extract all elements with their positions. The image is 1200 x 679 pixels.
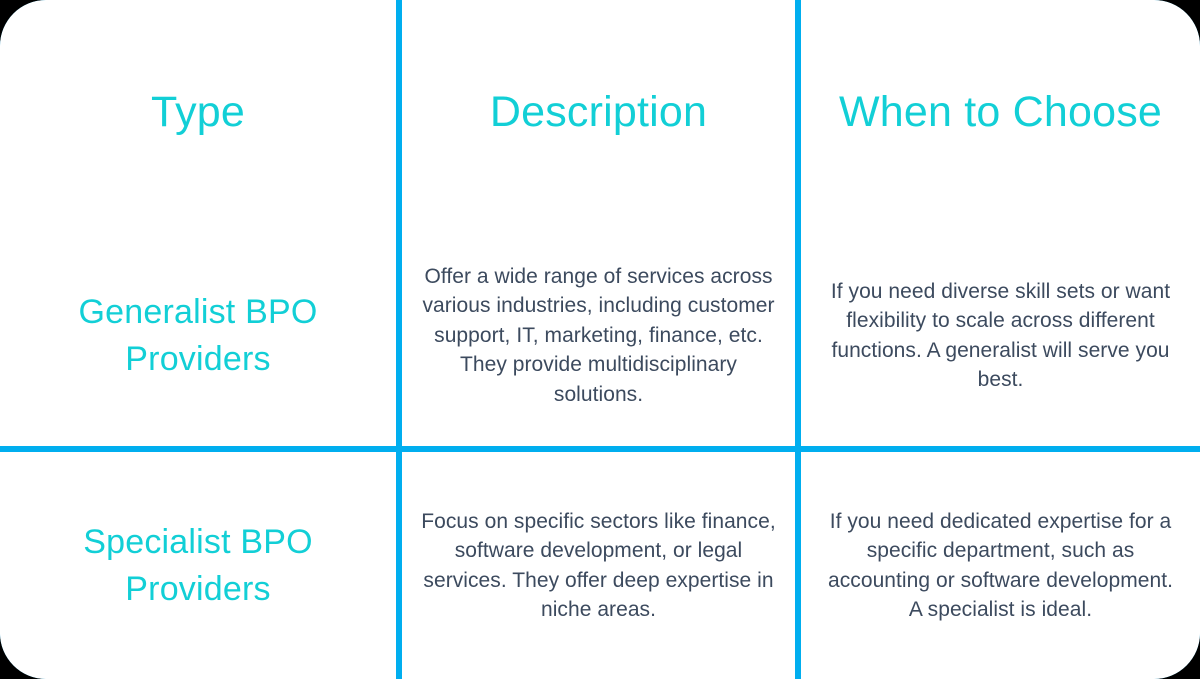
provider-when-to-choose-text: If you need dedicated expertise for a sp… (828, 509, 1173, 621)
table-header: Type Description When to Choose (0, 0, 1200, 225)
provider-description-text: Focus on specific sectors like finance, … (421, 509, 776, 621)
provider-type-label: Generalist BPO Providers (78, 292, 318, 378)
provider-type-label: Specialist BPO Providers (83, 522, 313, 608)
column-header-type-label: Type (150, 88, 246, 137)
column-header-when-to-choose: When to Choose (801, 0, 1200, 225)
column-header-description: Description (402, 0, 801, 225)
column-header-type: Type (0, 0, 402, 225)
table-row: Specialist BPO Providers Focus on specif… (0, 452, 1200, 679)
cell-when-to-choose-specialist: If you need dedicated expertise for a sp… (801, 452, 1200, 679)
table-row: Generalist BPO Providers Offer a wide ra… (0, 225, 1200, 452)
cell-description-specialist: Focus on specific sectors like finance, … (402, 452, 801, 679)
column-header-description-label: Description (489, 88, 708, 137)
cell-when-to-choose-generalist: If you need diverse skill sets or want f… (801, 225, 1200, 452)
column-header-when-to-choose-label: When to Choose (838, 88, 1163, 137)
provider-description-text: Offer a wide range of services across va… (422, 265, 775, 406)
cell-description-generalist: Offer a wide range of services across va… (402, 225, 801, 452)
table-header-row: Type Description When to Choose (0, 0, 1200, 225)
cell-type-generalist: Generalist BPO Providers (0, 225, 402, 452)
provider-when-to-choose-text: If you need diverse skill sets or want f… (830, 279, 1171, 391)
table-body: Generalist BPO Providers Offer a wide ra… (0, 225, 1200, 679)
cell-type-specialist: Specialist BPO Providers (0, 452, 402, 679)
